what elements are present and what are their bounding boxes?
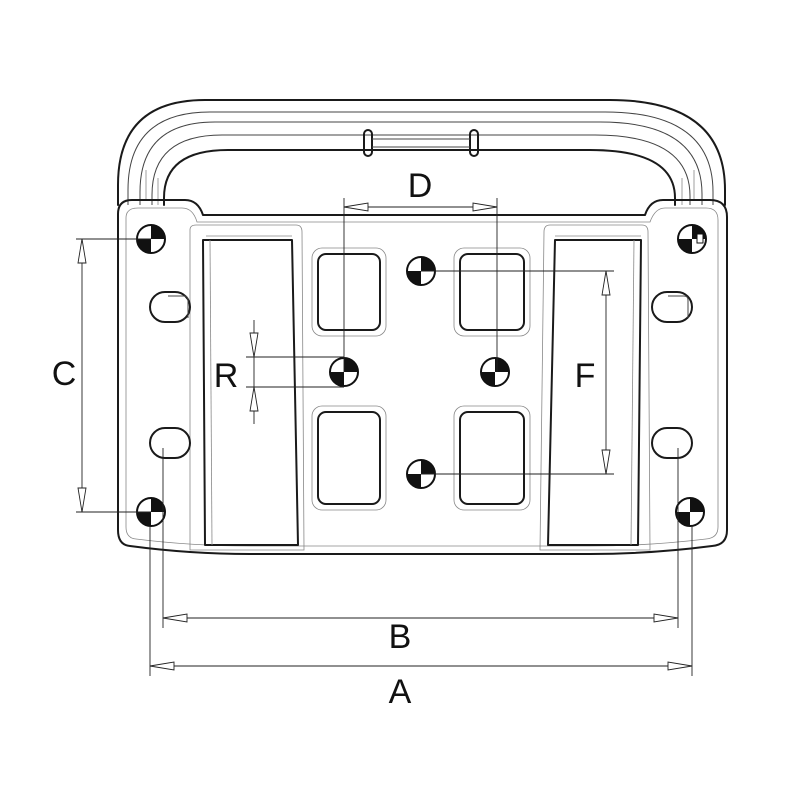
slot-right-lower xyxy=(651,427,693,459)
slot-left-lower xyxy=(149,427,191,459)
dimension-a xyxy=(149,526,693,676)
handle-grip xyxy=(363,129,479,157)
slot-left-upper xyxy=(149,291,191,323)
dimension-f xyxy=(421,270,614,475)
window-top-right xyxy=(453,247,531,337)
base-plate xyxy=(117,199,728,555)
window-bottom-right xyxy=(453,405,531,511)
window-bottom-left xyxy=(311,405,387,511)
window-top-left xyxy=(311,247,387,337)
label-d: D xyxy=(408,167,433,205)
dimension-d xyxy=(343,198,498,372)
dimension-r xyxy=(246,320,344,424)
label-b: B xyxy=(389,618,412,656)
dimension-c xyxy=(76,238,151,513)
label-c: C xyxy=(52,355,77,393)
slot-right-upper xyxy=(651,291,693,323)
handle xyxy=(117,99,726,206)
right-rail xyxy=(539,224,651,551)
hole-center-right xyxy=(480,357,510,387)
label-r: R xyxy=(214,357,239,395)
left-rail xyxy=(189,224,305,551)
label-f: F xyxy=(575,357,596,395)
label-a: A xyxy=(389,673,412,711)
hole-corner-top-right xyxy=(677,224,707,254)
dimension-b xyxy=(162,448,679,628)
hole-corner-bottom-right xyxy=(675,497,705,527)
